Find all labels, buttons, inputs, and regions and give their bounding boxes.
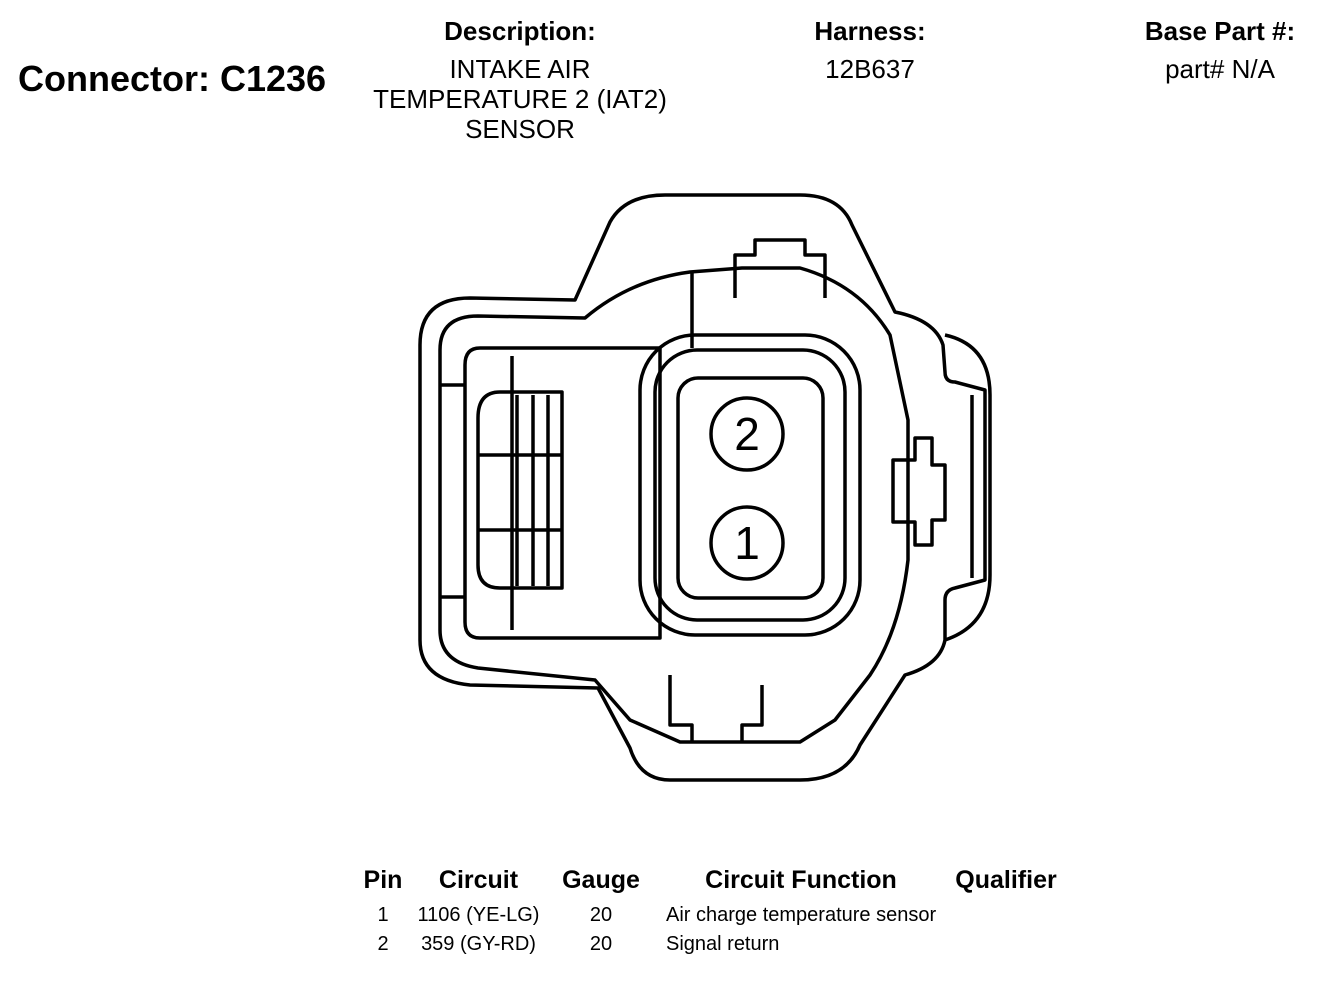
latch-ribs — [476, 390, 564, 590]
harness-heading: Harness: — [814, 16, 926, 46]
housing-outline — [418, 193, 987, 782]
table-row: 2 359 (GY-RD) 20 Signal return — [355, 930, 1066, 959]
description-block: Description: INTAKE AIR TEMPERATURE 2 (I… — [350, 14, 690, 144]
pin-1-label: 1 — [734, 517, 760, 569]
connector-title: Connector: C1236 — [18, 58, 327, 99]
cell-circuit: 359 (GY-RD) — [421, 933, 536, 955]
header-function: Circuit Function — [705, 866, 897, 894]
right-ear — [944, 333, 992, 642]
cell-pin: 1 — [377, 904, 389, 926]
pin-2-circle — [709, 396, 785, 472]
header-pin: Pin — [363, 866, 403, 894]
cell-function: Signal return — [666, 933, 780, 955]
base-part-block: Base Part #: part# N/A — [1120, 14, 1320, 84]
cell-pin: 2 — [377, 933, 389, 955]
cell-gauge: 20 — [589, 904, 613, 926]
harness-block: Harness: 12B637 — [770, 14, 970, 84]
base-part-heading: Base Part #: — [1144, 16, 1296, 46]
cavity-mid — [653, 348, 847, 622]
pin-table-header: Pin Circuit Gauge Circuit Function Quali… — [355, 866, 1066, 901]
cell-circuit: 1106 (YE-LG) — [417, 904, 540, 926]
harness-value: 12B637 — [825, 54, 915, 84]
cell-qualifier — [946, 901, 1066, 930]
cavity-inner — [676, 376, 825, 600]
header-qualifier: Qualifier — [955, 866, 1057, 894]
housing-inner — [438, 266, 910, 744]
top-key — [733, 238, 827, 298]
header-gauge: Gauge — [562, 866, 640, 894]
base-part-value: part# N/A — [1165, 54, 1275, 84]
cell-function: Air charge temperature sensor — [666, 904, 937, 926]
description-line: INTAKE AIR — [449, 54, 591, 84]
pin-2-label: 2 — [734, 408, 760, 460]
cell-qualifier — [946, 930, 1066, 959]
connector-face-diagram: 2 1 — [418, 193, 992, 782]
bottom-key — [668, 675, 764, 742]
right-latch — [891, 436, 947, 547]
description-heading: Description: — [444, 16, 596, 46]
description-value: INTAKE AIR TEMPERATURE 2 (IAT2) SENSOR — [350, 54, 690, 144]
pin-1-circle — [709, 505, 785, 581]
lock-body — [463, 346, 662, 640]
description-line: SENSOR — [465, 114, 575, 144]
cavity-outer — [638, 333, 862, 637]
table-row: 1 1106 (YE-LG) 20 Air charge temperature… — [355, 901, 1066, 930]
pin-table: Pin Circuit Gauge Circuit Function Quali… — [355, 866, 1066, 959]
cell-gauge: 20 — [589, 933, 613, 955]
header-circuit: Circuit — [438, 866, 519, 894]
description-line: TEMPERATURE 2 (IAT2) — [373, 84, 667, 114]
